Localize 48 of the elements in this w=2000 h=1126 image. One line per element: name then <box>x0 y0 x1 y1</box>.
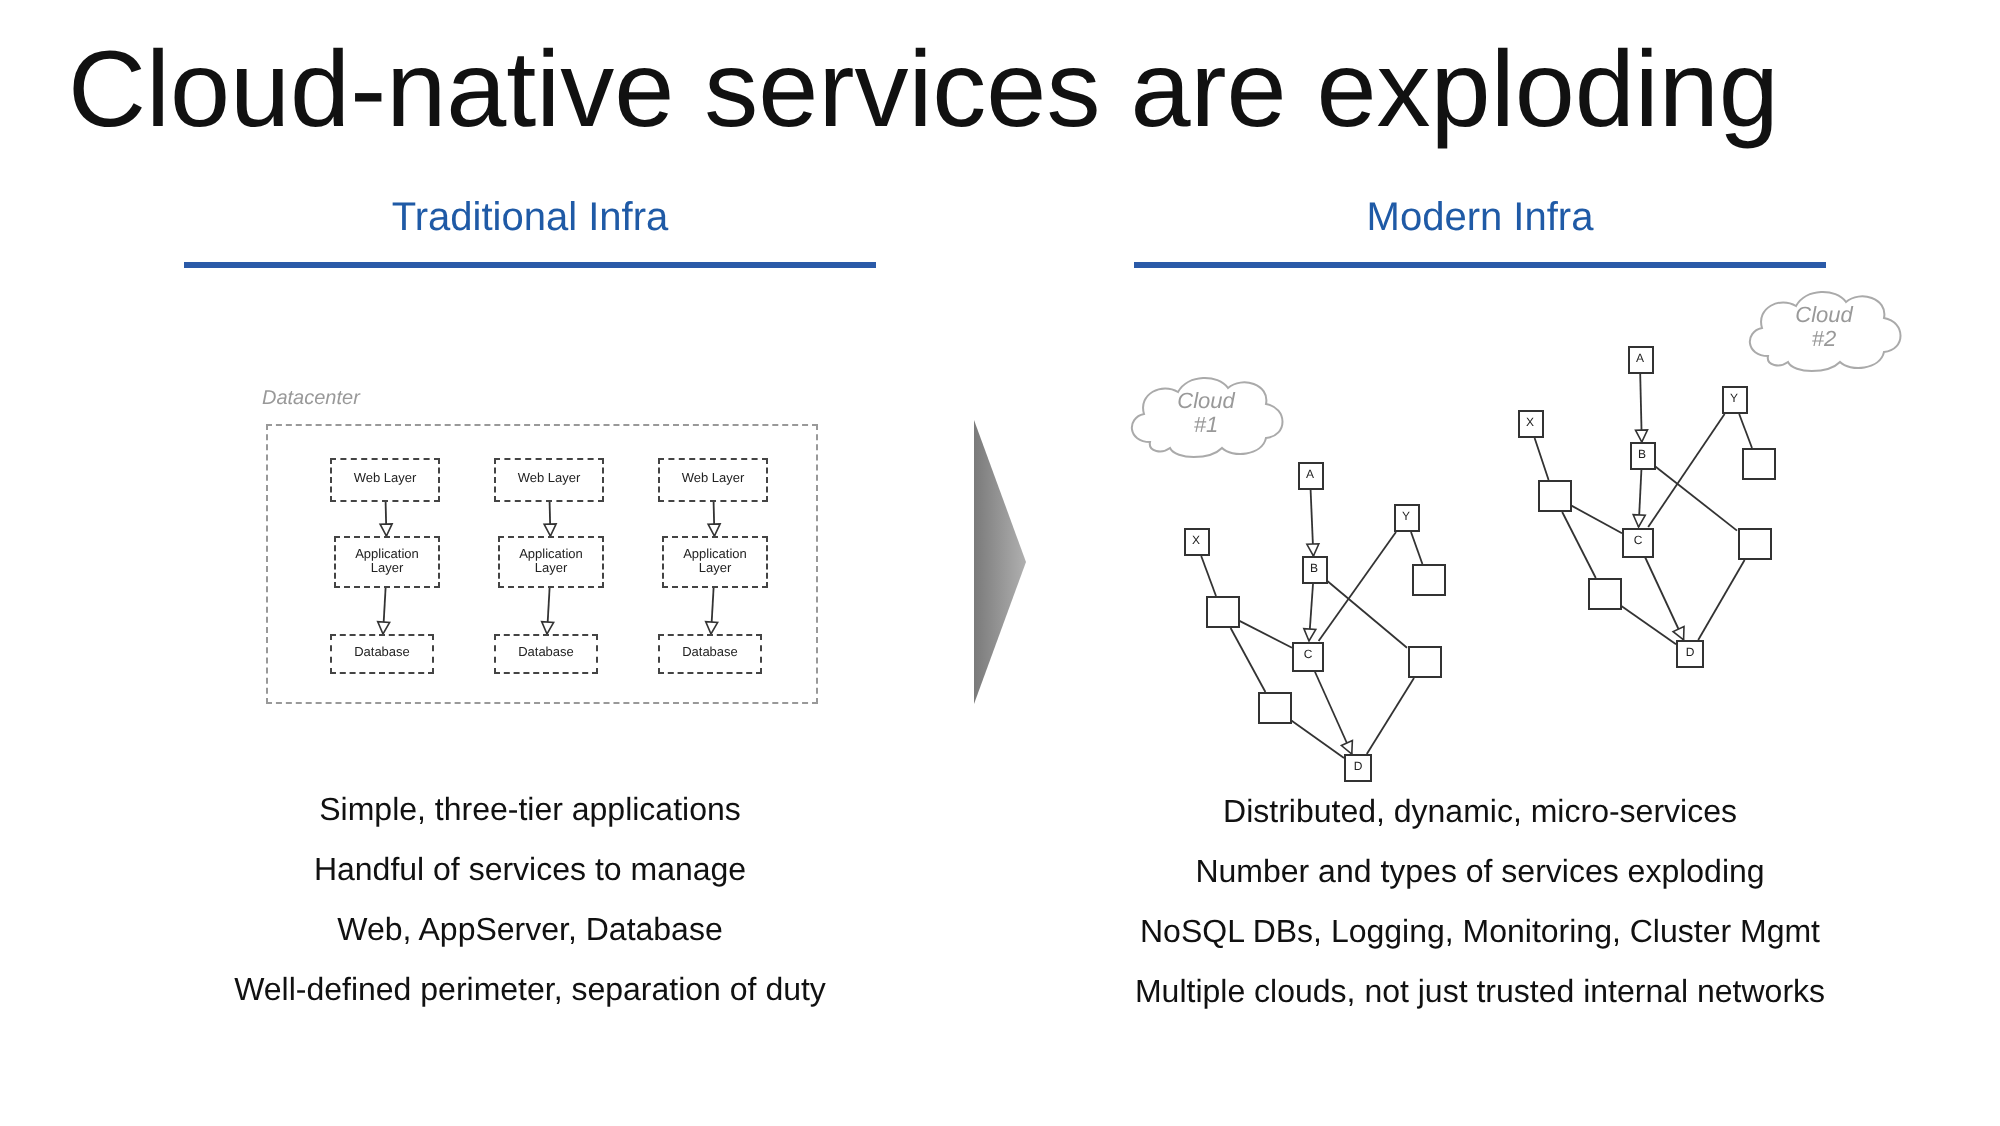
section-heading: Traditional Infra <box>389 196 671 242</box>
service-box <box>1407 646 1441 678</box>
service-box <box>1737 528 1771 560</box>
connector <box>704 587 719 635</box>
connector <box>1632 469 1646 528</box>
service-box <box>1257 692 1291 724</box>
connector <box>1647 413 1726 528</box>
connector <box>379 501 393 537</box>
connector <box>1317 531 1397 642</box>
connector <box>376 587 391 635</box>
bullet-text: Web, AppServer, Database <box>335 914 725 950</box>
connector <box>1654 465 1738 532</box>
connector <box>1306 489 1320 557</box>
connector <box>1326 579 1408 649</box>
bullet-text: Simple, three-tier applications <box>317 794 743 830</box>
connector <box>1229 627 1267 693</box>
connector <box>543 501 557 537</box>
connector <box>1738 413 1753 449</box>
bullet-text: Well-defined perimeter, separation of duty <box>232 974 828 1010</box>
section-heading: Modern Infra <box>1364 196 1596 242</box>
service-box <box>1537 480 1571 512</box>
connector <box>1303 583 1317 642</box>
bullet-text: Number and types of services exploding <box>1193 856 1767 892</box>
connector <box>1697 559 1746 641</box>
connector <box>707 501 721 537</box>
service-box <box>1741 448 1775 480</box>
bullet-text: Distributed, dynamic, micro-services <box>1221 796 1739 832</box>
connector <box>1238 619 1293 649</box>
bullet-text: NoSQL DBs, Logging, Monitoring, Cluster Mgmt <box>1138 916 1822 952</box>
service-box <box>1205 596 1239 628</box>
connector <box>1644 556 1685 641</box>
connector <box>540 587 555 635</box>
connector <box>1290 719 1345 759</box>
connector <box>1365 677 1415 755</box>
connector <box>1634 373 1649 443</box>
connector <box>1570 504 1623 535</box>
connector <box>1533 437 1550 481</box>
connector <box>1200 555 1217 597</box>
connector <box>1410 531 1424 565</box>
service-box <box>1411 564 1445 596</box>
service-box <box>1587 578 1621 610</box>
connector <box>1313 670 1354 755</box>
connector <box>1620 604 1677 646</box>
group-heading: Datacenter <box>262 388 360 410</box>
slide-title: Cloud-native services are exploding <box>68 28 1779 152</box>
bullet-text: Handful of services to manage <box>311 854 749 890</box>
connector <box>1561 511 1597 579</box>
bullet-text: Multiple clouds, not just trusted internal networks <box>1132 976 1828 1012</box>
